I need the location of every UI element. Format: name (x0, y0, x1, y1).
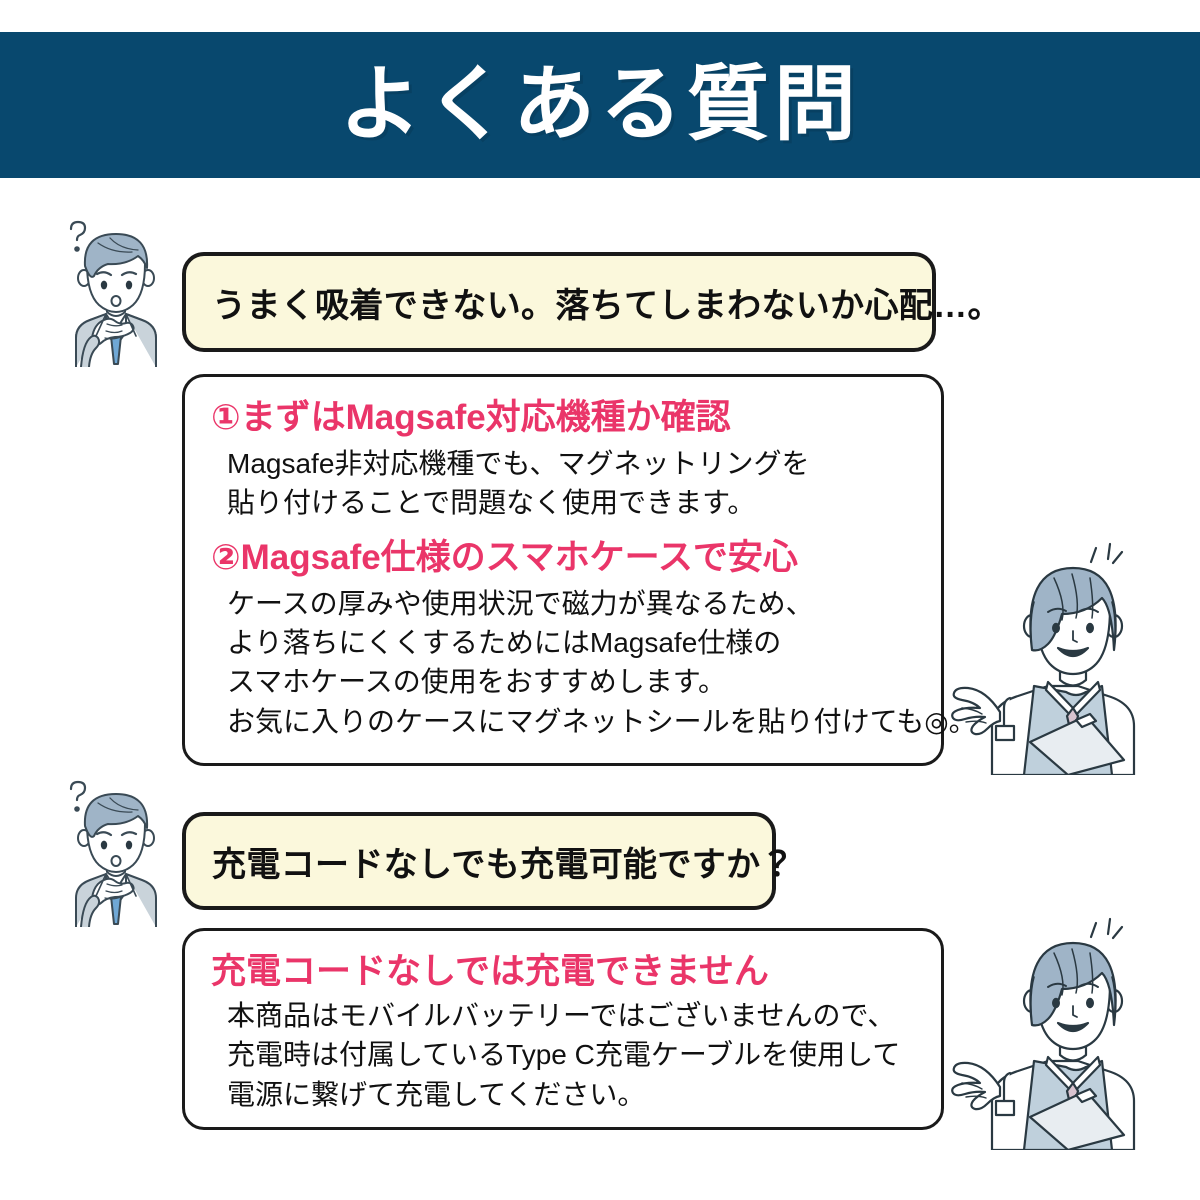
answer-bubble-2: 充電コードなしでは充電できません 本商品はモバイルバッテリーではございませんので… (182, 928, 944, 1130)
answer-line: お気に入りのケースにマグネットシールを貼り付けても◎。 (227, 705, 977, 737)
thinking-man-icon (52, 772, 180, 927)
answer-line: 電源に繋げて充電してください。 (227, 1078, 646, 1110)
answer-body: ケースの厚みや使用状況で磁力が異なるため、 より落ちにくくするためにはMagsa… (211, 584, 977, 741)
answer-line: より落ちにくくするためにはMagsafe仕様の (227, 627, 782, 659)
answer-line: スマホケースの使用をおすすめします。 (227, 666, 726, 698)
answer-heading: 充電コードなしでは充電できません (211, 952, 769, 991)
answer-line: ケースの厚みや使用状況で磁力が異なるため、 (227, 587, 814, 619)
question-text: うまく吸着できない。落ちてしまわないか心配…。 (212, 286, 1002, 325)
answer-heading: ①まずはMagsafe対応機種か確認 (211, 398, 731, 437)
page-header-band: よくある質問 (0, 32, 1200, 178)
answer-body: 本商品はモバイルバッテリーではございませんので、 充電時は付属しているType … (211, 996, 915, 1114)
presenting-woman-icon (948, 905, 1198, 1150)
answer-body: Magsafe非対応機種でも、マグネットリングを 貼り付けることで問題なく使用で… (211, 444, 915, 522)
question-bubble-1: うまく吸着できない。落ちてしまわないか心配…。 (182, 252, 1001, 352)
answer-heading: ②Magsafe仕様のスマホケースで安心 (211, 537, 798, 577)
answer-block: ①まずはMagsafe対応機種か確認 Magsafe非対応機種でも、マグネットリ… (211, 397, 915, 523)
presenting-woman-icon (948, 530, 1198, 775)
answer-block: 充電コードなしでは充電できません 本商品はモバイルバッテリーではございませんので… (211, 951, 915, 1114)
answer-line: Magsafe非対応機種でも、マグネットリングを (227, 448, 810, 480)
answer-line: 貼り付けることで問題なく使用できます。 (227, 487, 756, 519)
answer-line: 充電時は付属しているType C充電ケーブルを使用して (227, 1039, 901, 1071)
thinking-man-icon (52, 212, 180, 367)
answer-line: 本商品はモバイルバッテリーではございませんので、 (227, 1000, 896, 1032)
page-title: よくある質問 (339, 59, 861, 150)
question-text: 充電コードなしでも充電可能ですか？ (212, 845, 795, 884)
question-bubble-2: 充電コードなしでも充電可能ですか？ (182, 812, 794, 910)
answer-bubble-1: ①まずはMagsafe対応機種か確認 Magsafe非対応機種でも、マグネットリ… (182, 374, 977, 766)
answer-block: ②Magsafe仕様のスマホケースで安心 ケースの厚みや使用状況で磁力が異なるた… (211, 537, 977, 741)
